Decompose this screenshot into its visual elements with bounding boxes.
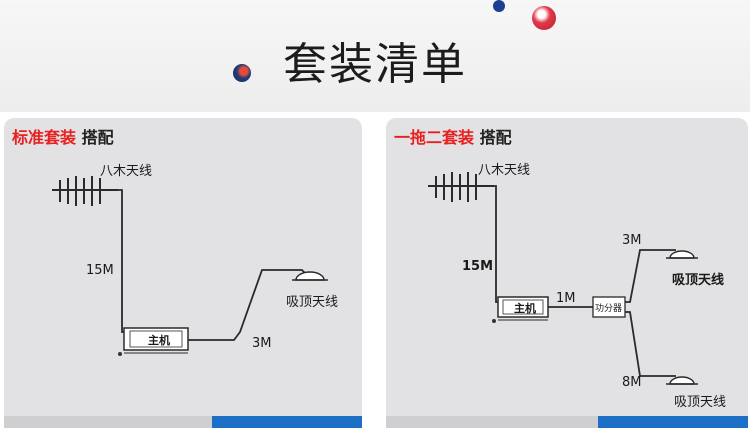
cable-main [118,189,126,333]
cable-main [494,185,502,303]
dual-kit-panel: 一拖二套装 搭配 [386,118,748,428]
yagi-antenna-icon [428,172,494,202]
antenna-label: 八木天线 [100,164,152,179]
dual-kit-subtitle: 搭配 [479,128,512,147]
dual-kit-diagram: 八木天线 15M 主机 1M 功分器 3M 吸顶天线 8M 吸顶天线 [428,163,726,410]
page-title: 套装清单 [283,39,467,90]
decor-ball-blue [493,0,505,12]
bottom-bar-accent [598,416,748,428]
ceiling-antenna-top-icon [666,250,698,259]
bottom-bar [386,416,748,428]
dual-kit-title: 一拖二套装 [394,128,475,147]
cable-bottom-label: 8M [622,375,642,390]
ceiling-antenna-bottom-icon [666,376,698,385]
host-unit-icon [118,327,189,356]
bottom-bar-accent [212,416,362,428]
standard-kit-title: 标准套装 [12,128,77,147]
cable-mid-label: 1M [556,291,576,306]
header-banner: 套装清单 [0,0,750,112]
splitter-label: 功分器 [595,303,622,314]
standard-kit-subtitle: 搭配 [81,128,114,147]
host-label: 主机 [514,301,536,315]
standard-kit-heading: 标准套装 搭配 [12,124,114,148]
ceiling-antenna-bottom-label: 吸顶天线 [674,395,726,410]
cable-out-label: 3M [252,336,272,351]
dual-kit-heading: 一拖二套装 搭配 [394,124,512,148]
bottom-bar [4,416,362,428]
cable-main-label: 15M [86,263,114,278]
decor-ball-red [532,6,556,30]
decor-ball-navy [233,64,251,82]
ceiling-antenna-icon [292,271,328,281]
standard-kit-diagram: 八木天线 15M 主机 3M 吸顶天线 [52,164,338,356]
cable-main-label: 15M [462,259,493,274]
yagi-antenna-icon [52,176,118,206]
ceiling-antenna-label: 吸顶天线 [286,295,338,310]
cable-top-label: 3M [622,233,642,248]
standard-kit-panel: 标准套装 搭配 [4,118,362,428]
splitter-icon [592,296,626,318]
cable-out [188,269,307,341]
antenna-label: 八木天线 [478,163,530,178]
ceiling-antenna-top-label: 吸顶天线 [672,272,724,288]
cable-branches [625,249,676,377]
host-label: 主机 [148,333,170,347]
